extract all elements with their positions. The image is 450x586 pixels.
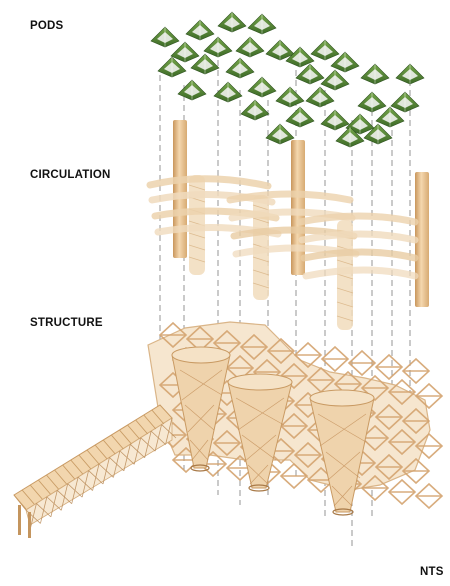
structure-funnels: [171, 346, 375, 513]
pod: [275, 86, 305, 108]
pod: [310, 39, 340, 61]
funnel-rim: [227, 373, 293, 391]
walkway-slab: [300, 248, 419, 262]
pod: [170, 41, 200, 63]
pod: [247, 76, 277, 98]
funnel-base: [248, 484, 270, 492]
pod: [240, 99, 270, 121]
pod: [305, 86, 335, 108]
structure-ramp: [13, 404, 177, 538]
pod: [375, 106, 405, 128]
pods-layer-label: PODS: [30, 20, 64, 32]
walkway-slab: [298, 230, 419, 244]
pod: [285, 106, 315, 128]
funnel-rim: [309, 389, 375, 407]
circulation-post: [415, 172, 429, 307]
funnel-rim: [171, 346, 231, 364]
pod: [363, 123, 393, 145]
pod: [335, 126, 365, 148]
circulation-layer-label: CIRCULATION: [30, 169, 111, 181]
structure-layer: [13, 321, 444, 538]
pod: [247, 13, 277, 35]
funnel-base: [190, 464, 210, 472]
pod: [320, 109, 350, 131]
pods-layer: [150, 11, 425, 148]
pod: [330, 51, 360, 73]
pod: [285, 46, 315, 68]
pod: [203, 36, 233, 58]
walkway-slab: [296, 212, 419, 226]
pod: [235, 36, 265, 58]
walkway-slab: [226, 190, 354, 204]
ramp-leg: [28, 512, 31, 538]
pod: [213, 81, 243, 103]
ramp-leg: [18, 505, 21, 535]
circulation-post: [173, 120, 187, 258]
pod: [190, 53, 220, 75]
pod: [157, 56, 187, 78]
structure-layer-label: STRUCTURE: [30, 317, 103, 329]
pod: [295, 63, 325, 85]
walkway-slab: [302, 266, 419, 280]
pod: [357, 91, 387, 113]
pod: [217, 11, 247, 33]
pod: [177, 79, 207, 101]
circulation-layer: [146, 120, 429, 330]
pod: [265, 123, 295, 145]
pod: [150, 26, 180, 48]
walkway-slab: [146, 175, 272, 190]
pod: [360, 63, 390, 85]
pod: [225, 57, 255, 79]
pod: [320, 69, 350, 91]
pod: [395, 63, 425, 85]
walkway-slab: [148, 191, 276, 206]
funnel-base: [332, 508, 354, 516]
pod: [185, 19, 215, 41]
pod: [390, 91, 420, 113]
scale-note: NTS: [420, 566, 444, 578]
